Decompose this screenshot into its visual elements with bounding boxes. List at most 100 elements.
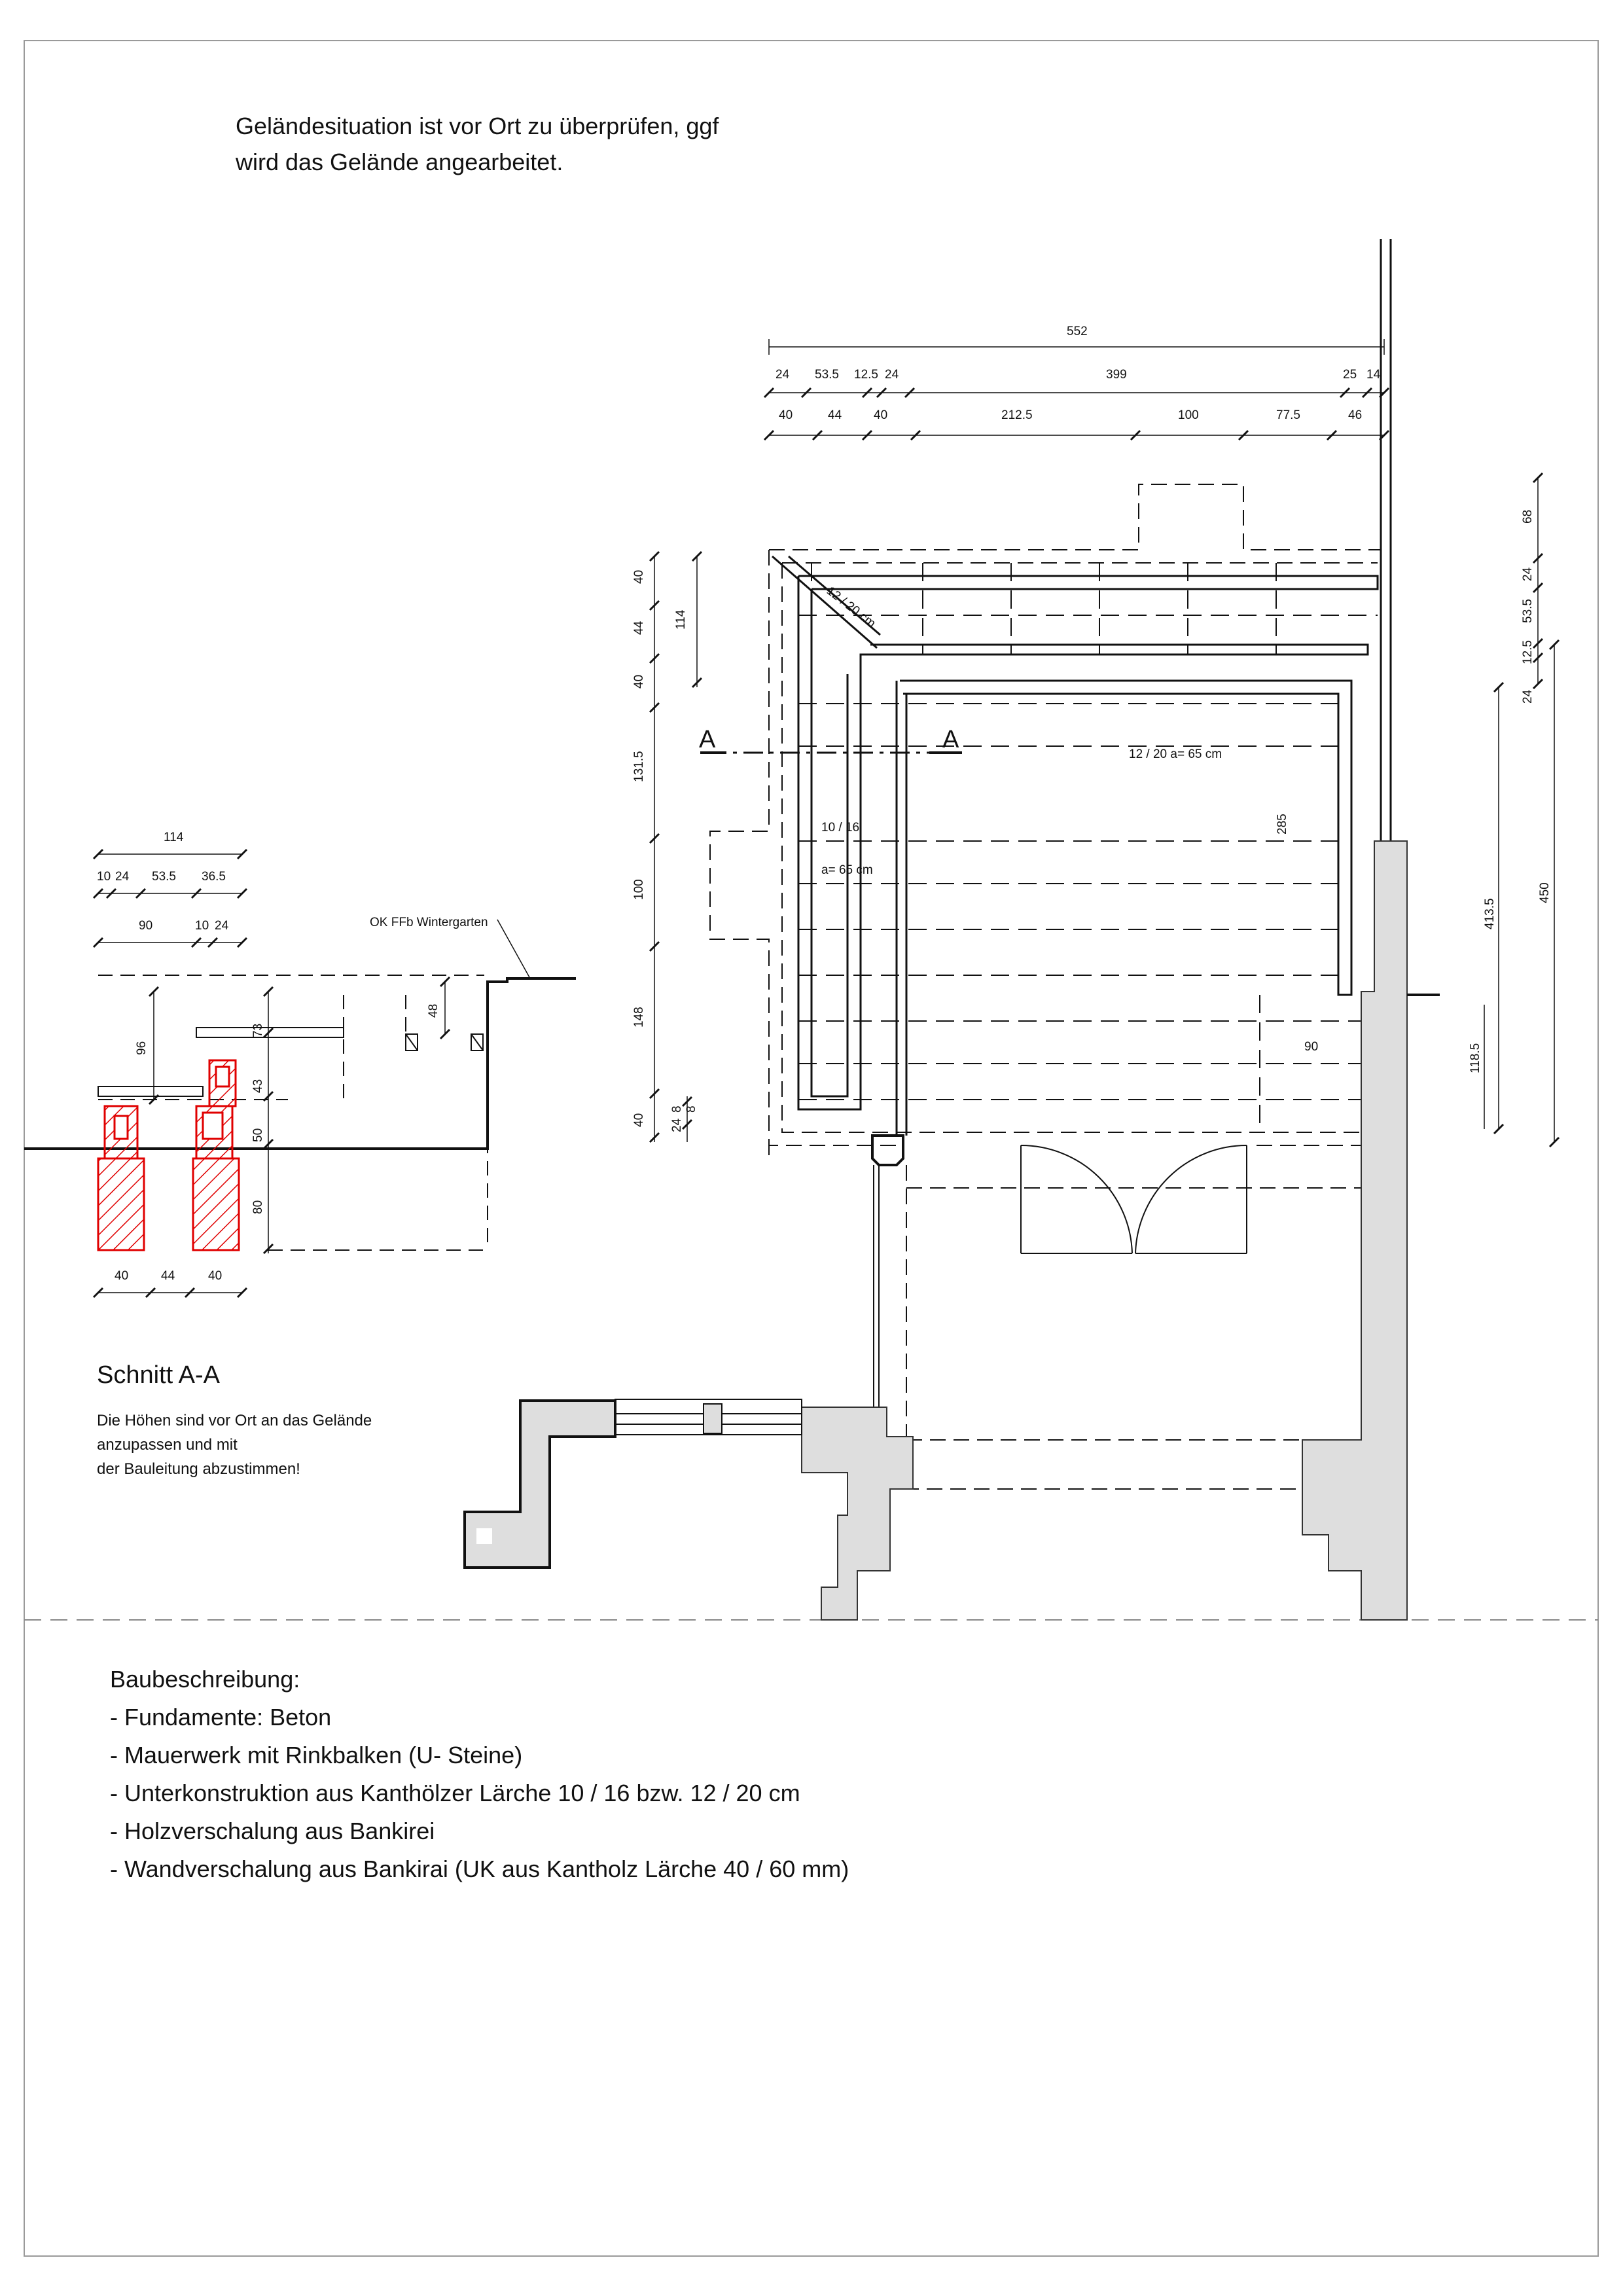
inner-dashed-frame: [781, 562, 1378, 1133]
description-item-4: - Holzverschalung aus Bankirei: [110, 1818, 435, 1844]
section-dim-r1-2: 24: [115, 870, 130, 884]
section-dimensions-vertical: [148, 976, 451, 1255]
section-dim-v43: 43: [251, 1079, 265, 1093]
section-dim-r1-4: 36.5: [202, 870, 226, 884]
plan-dim-right-3: 53.5: [1521, 599, 1535, 623]
inner-height-label: 285: [1275, 814, 1289, 834]
existing-wall-bottom: [801, 1407, 914, 1621]
plan-dim-right-5: 24: [1521, 689, 1535, 704]
plan-dimensions-left: [649, 550, 703, 1143]
existing-wall-line: [1380, 239, 1392, 841]
plan-dim-r1-3: 12.5: [854, 368, 878, 382]
block-left: [103, 1105, 139, 1160]
plan-dim-left-114: 114: [674, 609, 688, 630]
plan-dim-r2-3: 40: [874, 408, 887, 422]
terrace-area: [873, 1145, 1362, 1490]
section-dim-b1: 40: [115, 1269, 128, 1283]
foundation-right: [192, 1157, 240, 1251]
inner-width-label: 90: [1304, 1040, 1318, 1054]
plan-dim-r2-7: 46: [1348, 408, 1362, 422]
existing-wall-right: [1302, 840, 1408, 1621]
description-item-1: - Fundamente: Beton: [110, 1704, 331, 1731]
plan-dim-r1-5: 399: [1106, 368, 1127, 382]
section-dim-v73: 73: [251, 1024, 265, 1037]
plan-dim-right-1185: 118.5: [1469, 1043, 1482, 1073]
plan-dim-left-10: 8: [685, 1105, 698, 1113]
ground-profile: [24, 977, 576, 1150]
foundation-outline: [709, 484, 1381, 1155]
beam-left-spacing-label: a= 65 cm: [821, 863, 873, 877]
plan-texts: 552 24 53.5 12.5 24 399 25 14 40 44 40 2…: [632, 325, 1552, 1132]
plan-dim-r2-4: 212.5: [1001, 408, 1033, 422]
window-sill: [615, 1399, 802, 1435]
top-note-line-1: Geländesituation ist vor Ort zu überprüf…: [236, 113, 719, 139]
section-title: Schnitt A-A: [97, 1361, 221, 1389]
section-dim-r2-1: 90: [139, 919, 152, 933]
plan-dim-right-1: 68: [1521, 510, 1535, 524]
section-dim-b3: 40: [208, 1269, 222, 1283]
section-dimensions-top: [92, 848, 248, 948]
block-right-upper: [208, 1059, 237, 1107]
top-note: Geländesituation ist vor Ort zu überprüf…: [235, 113, 719, 175]
plan-dim-left-1: 40: [632, 570, 646, 584]
plan-dim-left-3: 40: [632, 675, 646, 689]
deck: [98, 1027, 484, 1097]
plan-dim-right-4135: 413.5: [1483, 898, 1497, 929]
floor-label: OK FFb Wintergarten: [370, 916, 488, 929]
plan-dim-left-5: 100: [632, 879, 646, 900]
plan-dim-r1-7: 14: [1366, 368, 1381, 382]
plan-dims-left-text: 40 44 40 131.5 100 148 40 8 24 8 114: [632, 570, 698, 1132]
beam-spacing-top-label: 12 / 20 a= 65 cm: [1129, 747, 1222, 761]
section-dim-v96: 96: [135, 1041, 149, 1055]
plan-dim-right-2: 24: [1521, 567, 1535, 581]
section-marker-right: A: [942, 726, 959, 753]
corner-post: [871, 1134, 904, 1166]
section-note-line-2: anzupassen und mit: [97, 1436, 238, 1454]
floor-leader: [497, 919, 531, 979]
plan-dim-r1-1: 24: [776, 368, 790, 382]
section-dim-v50: 50: [251, 1128, 265, 1142]
beam-left-size-label: 10 / 16: [821, 821, 859, 834]
perimeter-beams: [772, 555, 1379, 1136]
description-item-5: - Wandverschalung aus Bankirai (UK aus K…: [110, 1856, 849, 1882]
section-dim-r1-3: 53.5: [152, 870, 176, 884]
description-title: Baubeschreibung:: [110, 1666, 300, 1693]
plan-dim-left-6: 148: [632, 1007, 646, 1028]
top-note-line-2: wird das Gelände angearbeitet.: [235, 149, 563, 175]
plan-dim-total: 552: [1067, 325, 1088, 338]
terrace-door: [1020, 1145, 1247, 1254]
section-dim-r1-1: 10: [97, 870, 111, 884]
section-dim-total: 114: [164, 831, 184, 844]
plan-dims-right-text: 68 24 53.5 12.5 24 413.5 450 118.5: [1469, 510, 1552, 1073]
section-dim-r2-2: 10: [195, 919, 209, 933]
plan-dim-r1-4: 24: [885, 368, 899, 382]
plan-dim-r2-2: 44: [828, 408, 842, 422]
plan-dim-left-7: 40: [632, 1113, 646, 1127]
section-dimensions-bottom: [92, 1287, 248, 1299]
wall-opening: [476, 1528, 492, 1544]
plan-dim-right-4: 12.5: [1521, 640, 1535, 664]
section-dim-r2-3: 24: [215, 919, 229, 933]
existing-wall-left: [463, 1399, 616, 1569]
section-drawing: [24, 848, 576, 1299]
construction-description: Baubeschreibung: - Fundamente: Beton - M…: [110, 1666, 849, 1882]
section-marker-left: A: [699, 726, 716, 753]
plan-dim-r1-2: 53.5: [815, 368, 839, 382]
section-dim-v80: 80: [251, 1200, 265, 1214]
plan-dim-left-9: 24: [670, 1118, 684, 1132]
floor-plan: [463, 239, 1560, 1621]
plan-dimensions-top: [763, 339, 1390, 441]
section-dim-v48: 48: [427, 1004, 440, 1018]
plan-dimensions-right: [1484, 472, 1560, 1148]
block-right: [195, 1105, 234, 1160]
plan-dim-left-2: 44: [632, 620, 646, 635]
foundation-left: [97, 1157, 145, 1251]
section-note-line-1: Die Höhen sind vor Ort an das Gelände: [97, 1412, 372, 1429]
description-item-3: - Unterkonstruktion aus Kanthölzer Lärch…: [110, 1780, 800, 1806]
plan-dim-r2-1: 40: [779, 408, 793, 422]
plan-dim-left-8: 8: [670, 1105, 684, 1113]
section-dim-b2: 44: [161, 1269, 175, 1283]
plan-dim-r2-5: 100: [1178, 408, 1199, 422]
plan-dim-right-450: 450: [1538, 882, 1552, 903]
